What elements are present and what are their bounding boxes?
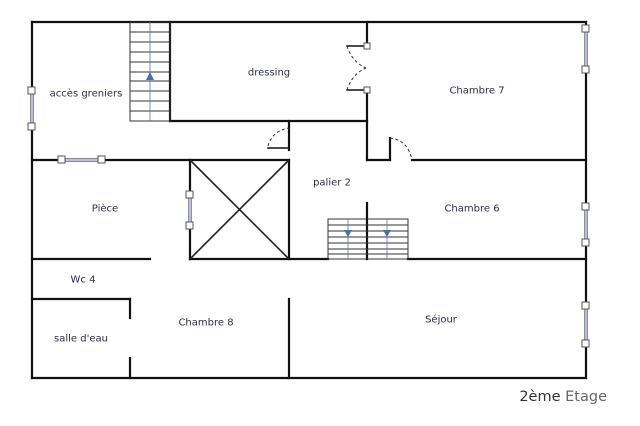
room-label-wc-4: Wc 4 bbox=[70, 274, 96, 286]
windows bbox=[27, 24, 590, 348]
room-label-salle-deau: salle d'eau bbox=[54, 333, 108, 345]
outer-walls bbox=[30, 20, 588, 380]
room-label-palier-2: palier 2 bbox=[313, 177, 351, 189]
interior-walls bbox=[30, 20, 588, 380]
stair-down-palier bbox=[327, 202, 409, 260]
room-label-dressing: dressing bbox=[247, 67, 291, 79]
room-label-sejour: Séjour bbox=[425, 314, 457, 326]
floor-title: 2ème Etage bbox=[519, 389, 607, 405]
room-label-chambre-7: Chambre 7 bbox=[449, 85, 505, 97]
up-arrow-icon bbox=[146, 72, 154, 80]
stair-up-greniers bbox=[129, 21, 171, 122]
room-label-chambre-6: Chambre 6 bbox=[444, 203, 500, 215]
doors bbox=[267, 42, 413, 161]
floor-number: 2ème bbox=[519, 389, 561, 405]
down-arrow-icon bbox=[344, 230, 352, 237]
room-label-chambre-8: Chambre 8 bbox=[178, 317, 234, 329]
room-label-piece: Pièce bbox=[91, 203, 119, 215]
floor-word: Etage bbox=[565, 389, 607, 405]
down-arrow-icon bbox=[383, 230, 391, 237]
room-label-acces-greniers: accès greniers bbox=[49, 88, 123, 100]
